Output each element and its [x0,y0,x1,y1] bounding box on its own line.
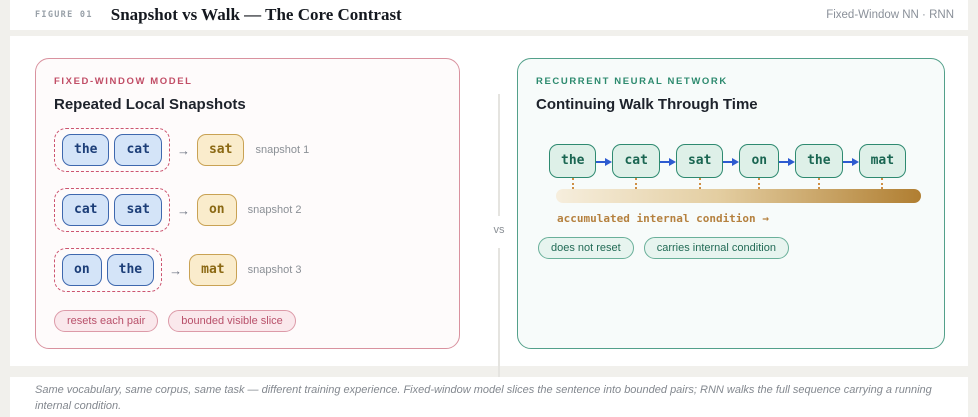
target-token-chip: on [196,194,237,226]
status-badge: carries internal condition [643,236,789,259]
figure-body: FIXED-WINDOW MODEL Repeated Local Snapsh… [10,36,968,386]
predict-arrow-icon: → [176,142,190,158]
snapshot-row: the cat → sat snapshot 1 [54,127,441,173]
chain-arrow-icon [659,158,676,166]
token-chip: cat [612,144,660,178]
snapshot-label: snapshot 3 [247,264,302,276]
figure-number-label: FIGURE 01 [35,10,93,20]
context-window-box: cat sat [54,188,170,232]
context-window-box: the cat [54,128,170,172]
header-meta: Fixed-Window NN · RNN [826,9,954,21]
predict-arrow-icon: → [176,202,190,218]
chain-arrow-icon [596,158,613,166]
state-connector [758,177,761,189]
state-connector [571,177,574,189]
chain-token: the [795,144,843,189]
status-badge: bounded visible slice [168,310,296,332]
status-badge: does not reset [538,236,634,259]
vertical-divider [498,248,500,386]
snapshot-label: snapshot 2 [247,204,302,216]
state-bar-caption: accumulated internal condition → [557,211,769,225]
page-title: Snapshot vs Walk — The Core Contrast [110,5,402,24]
chain-arrow-icon [842,158,859,166]
token-chip: the [795,144,843,178]
chain-arrow-icon [779,158,796,166]
snapshot-label: snapshot 1 [255,144,310,156]
chain-token: sat [675,144,724,189]
status-badge: resets each pair [54,310,159,332]
chain-token: on [739,144,780,189]
token-chip: on [739,144,780,178]
chain-token: cat [612,144,660,189]
target-token-chip: mat [189,254,237,286]
vs-label: vs [493,224,505,236]
snapshot-row: cat sat → on snapshot 2 [54,187,441,233]
token-chip: the [62,134,110,166]
state-connector [698,177,701,189]
right-panel-eyebrow: RECURRENT NEURAL NETWORK [536,76,728,87]
chain-token: mat [858,144,907,189]
chain-token: the [549,144,597,189]
token-chip: the [549,144,597,178]
left-panel-title: Repeated Local Snapshots [54,96,246,113]
context-window-box: on the [54,248,163,292]
left-badges: resets each pair bounded visible slice [54,310,296,332]
chain-arrow-icon [723,158,740,166]
figure-footer: Same vocabulary, same corpus, same task … [10,377,968,417]
right-badges: does not reset carries internal conditio… [538,236,926,259]
token-chain: the cat sat on the [549,144,926,189]
token-chip: on [62,254,102,286]
figure-header: FIGURE 01 Snapshot vs Walk — The Core Co… [10,0,968,30]
predict-arrow-icon: → [169,262,183,278]
token-chip: sat [114,194,162,226]
figure-page: { "header": { "figure_label": "FIGURE 01… [10,0,968,417]
token-chip: cat [114,134,162,166]
left-panel-eyebrow: FIXED-WINDOW MODEL [54,76,193,87]
token-chip: mat [858,144,907,178]
vertical-divider [498,94,500,216]
rnn-panel: RECURRENT NEURAL NETWORK Continuing Walk… [517,58,945,349]
state-connector [881,177,884,189]
snapshot-row: on the → mat snapshot 3 [54,247,441,293]
token-chip: the [106,254,155,286]
token-chip: cat [62,194,110,226]
fixed-window-panel: FIXED-WINDOW MODEL Repeated Local Snapsh… [35,58,460,349]
state-connector [817,177,820,189]
state-connector [635,177,638,189]
figure-caption: Same vocabulary, same corpus, same task … [35,384,932,412]
right-panel-title: Continuing Walk Through Time [536,96,758,113]
target-token-chip: sat [196,134,245,166]
accumulated-state-bar [556,188,921,203]
token-chip: sat [675,144,724,178]
